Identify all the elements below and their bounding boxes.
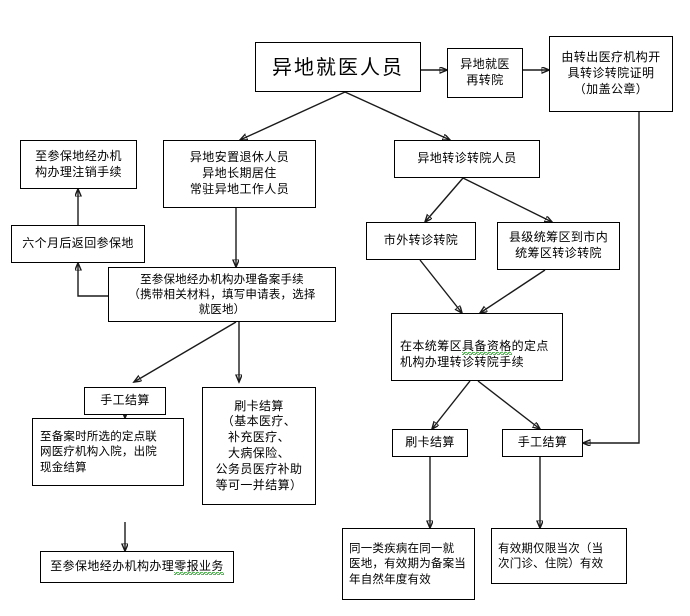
wire-qualified-to-manual-right <box>477 380 540 429</box>
node-transfer-again[interactable]: 异地就医 再转院 <box>447 48 523 98</box>
zero-report-text: 至参保地经办机构办理零报业务 <box>50 559 224 576</box>
node-record-filing[interactable]: 至参保地经办机构办理备案手续 （携带相关材料，填写申请表，选择 就医地） <box>108 267 336 322</box>
wire-outside-city-to-qualified <box>419 259 462 313</box>
node-qualified-institution[interactable]: 在本统筹区具备资格的定点 机构办理转诊转院手续 <box>391 313 563 381</box>
node-manual-settlement-left[interactable]: 手工结算 <box>84 387 166 415</box>
qualified-suffix: 的定点 机构办理转诊转院手续 <box>400 339 549 369</box>
node-outside-city-referral[interactable]: 市外转诊转院 <box>366 222 476 260</box>
node-single-visit-validity[interactable]: 有效期仅限当次（当 次门诊、住院）有效 <box>491 528 627 584</box>
node-zero-report[interactable]: 至参保地经办机构办理零报业务 <box>40 551 234 583</box>
wire-qualified-to-card-right <box>432 380 471 429</box>
node-root[interactable]: 异地就医人员 <box>255 42 421 92</box>
wire-filing-to-manual-left <box>134 321 237 382</box>
node-cancel-procedure[interactable]: 至参保地经办机 构办理注销手续 <box>20 140 137 189</box>
wire-referral-to-outside-city <box>425 177 464 222</box>
node-county-to-city-referral[interactable]: 县级统筹区到市内 统筹区转诊转院 <box>497 222 620 270</box>
wire-filing-to-return <box>78 263 108 297</box>
qualified-institution-text: 在本统筹区具备资格的定点 机构办理转诊转院手续 <box>400 323 549 370</box>
zero-report-flagged-term: 零报业务 <box>174 559 224 576</box>
wire-certificate-to-manual-right <box>583 112 640 443</box>
node-same-disease-validity[interactable]: 同一类疾病在同一就 医地，有效期为备案当 年自然年度有效 <box>342 528 475 600</box>
node-card-settlement-left[interactable]: 刷卡结算 （基本医疗、 补充医疗、 大病保险、 公务员医疗补助 等可一并结算） <box>202 387 316 505</box>
node-admission-cash[interactable]: 至备案时所选的定点联 网医疗机构入院，出院 现金结算 <box>32 418 184 486</box>
qualified-flagged-term: 具备资格 <box>462 339 512 356</box>
wire-root-to-longterm <box>240 91 346 140</box>
node-referral-group[interactable]: 异地转诊转院人员 <box>394 140 540 178</box>
node-return-six-months[interactable]: 六个月后返回参保地 <box>11 225 145 263</box>
wire-county-city-to-qualified <box>480 269 546 313</box>
wire-root-to-referral <box>344 91 450 140</box>
node-long-term-group[interactable]: 异地安置退休人员 异地长期居住 常驻异地工作人员 <box>163 140 316 208</box>
qualified-prefix: 在本统筹区 <box>400 339 463 354</box>
node-card-settlement-right[interactable]: 刷卡结算 <box>392 429 468 457</box>
node-manual-settlement-right[interactable]: 手工结算 <box>502 429 583 457</box>
zero-report-prefix: 至参保地经办机构办理 <box>50 559 175 574</box>
wire-referral-to-county-city <box>462 177 552 222</box>
node-certificate[interactable]: 由转出医疗机构开 具转诊转院证明 （加盖公章） <box>549 36 673 112</box>
